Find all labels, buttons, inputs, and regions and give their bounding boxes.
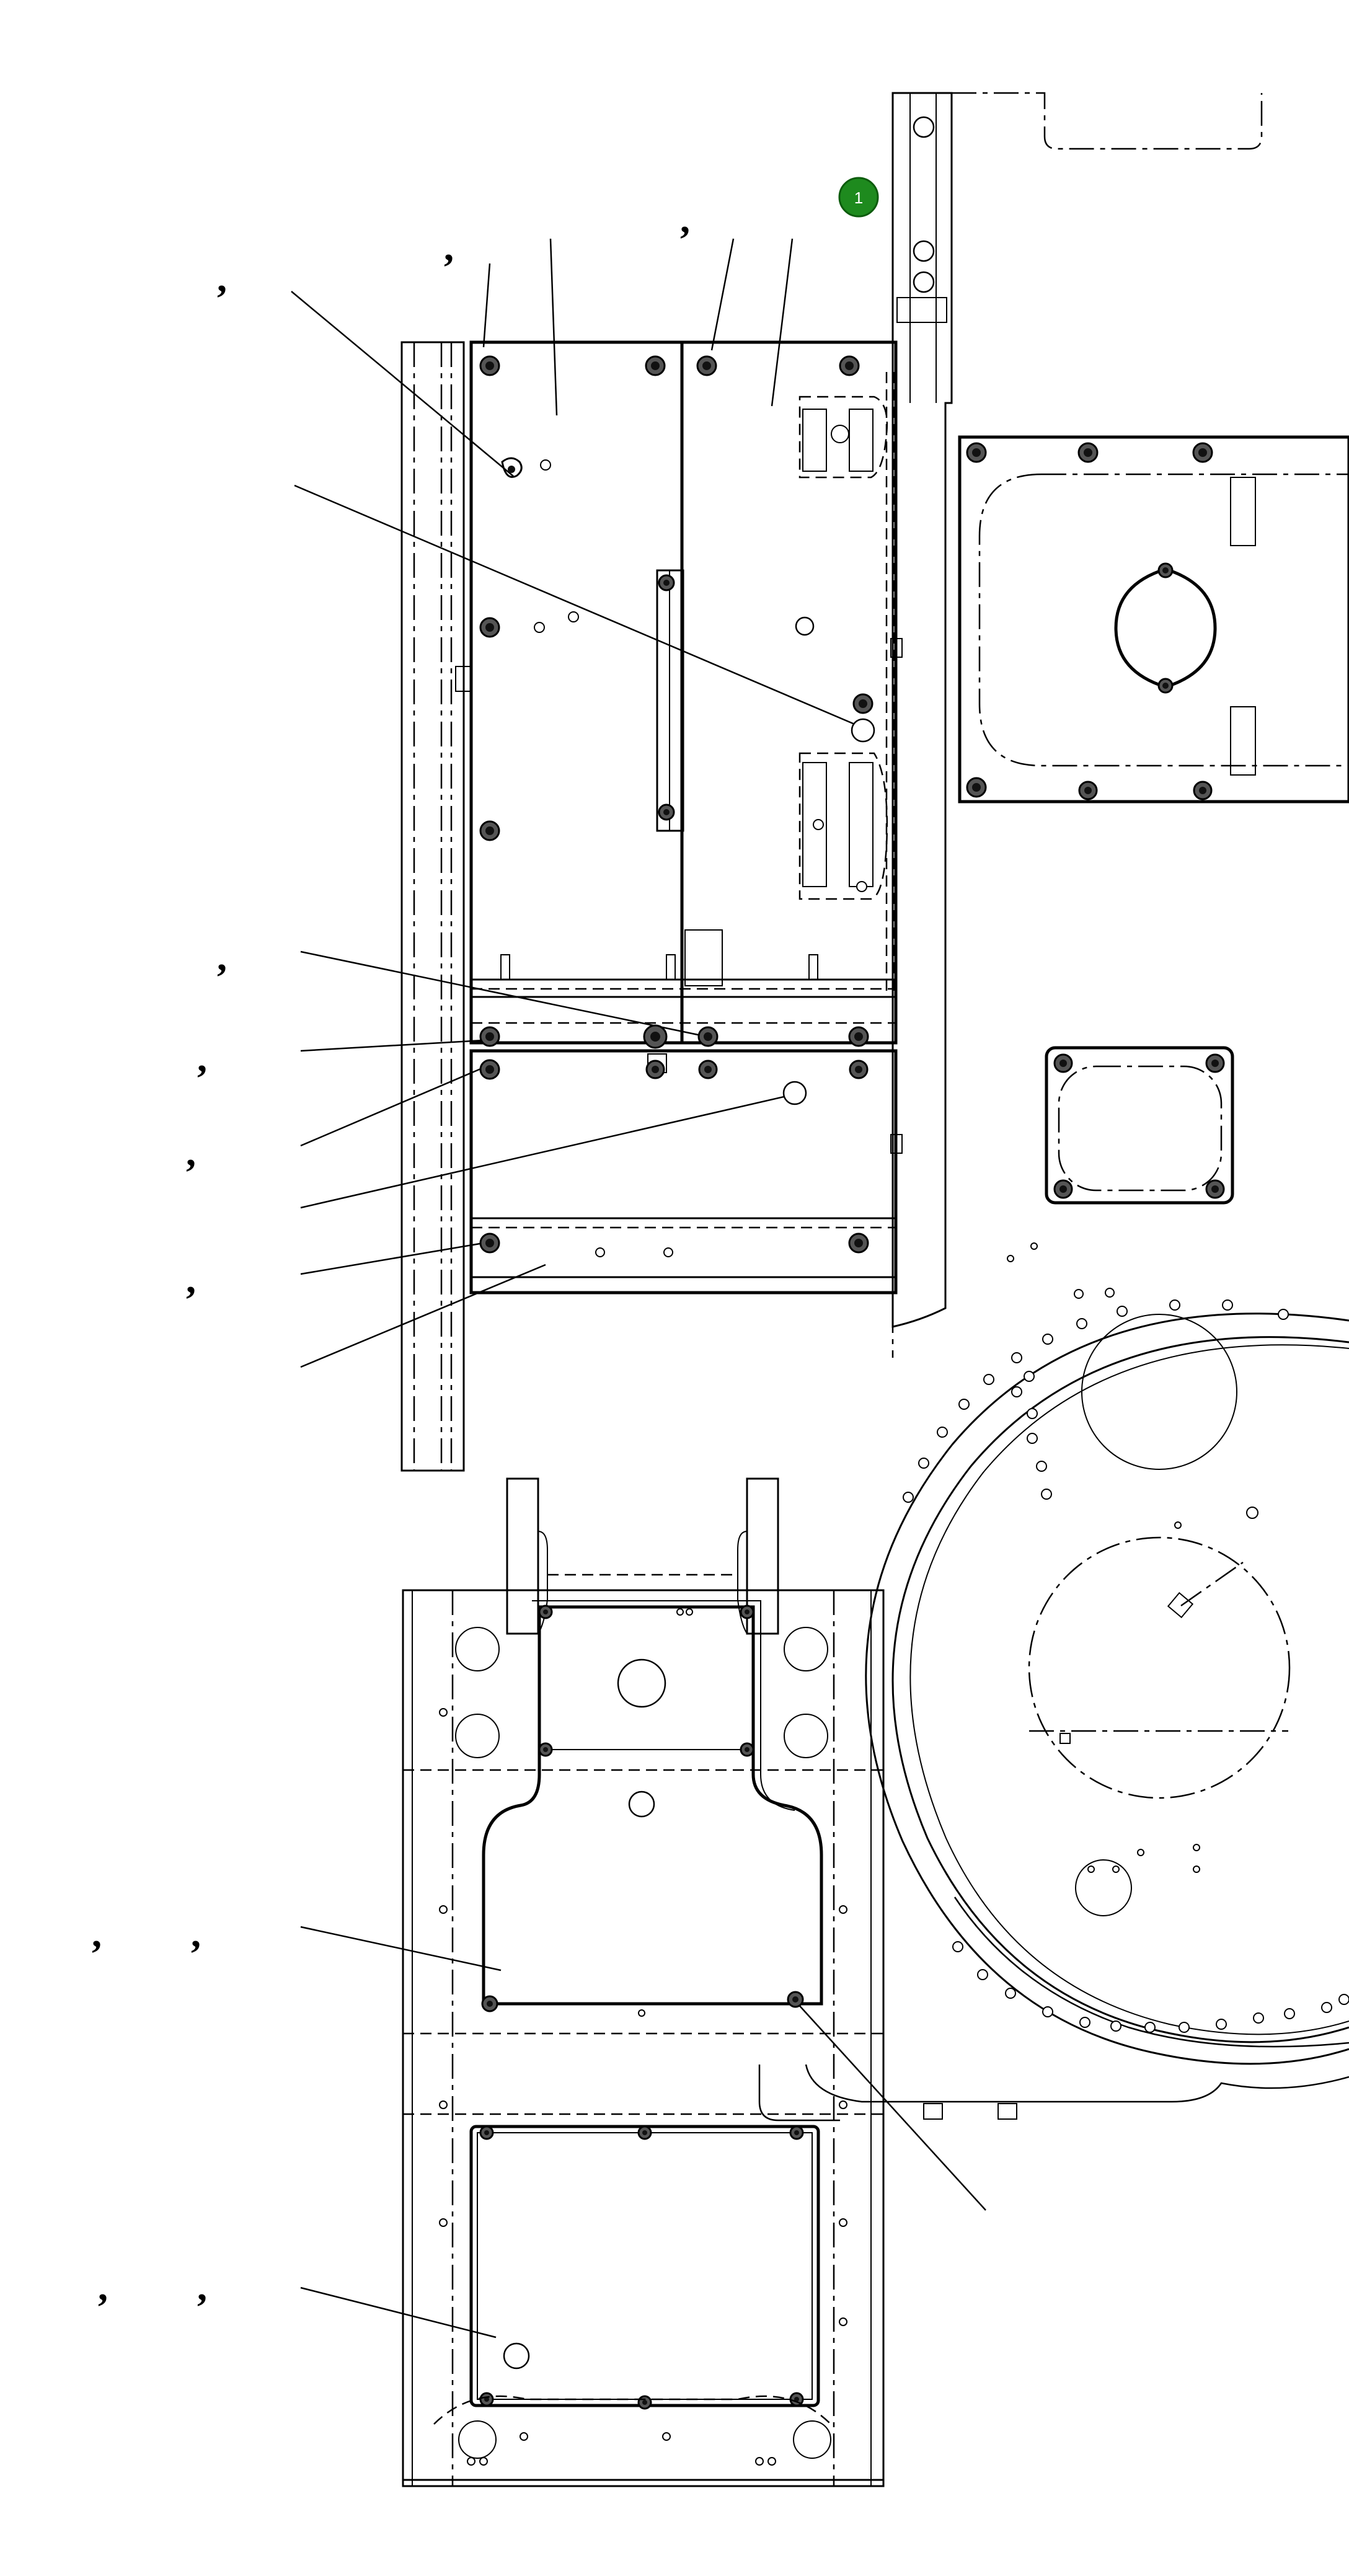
- callout-badge[interactable]: 1: [838, 177, 879, 218]
- bolt-icon: [1077, 442, 1099, 463]
- bolt-icon: [1157, 562, 1174, 578]
- bolt-icon: [658, 803, 675, 821]
- bolt-icon: [479, 2125, 494, 2140]
- bolt-icon: [637, 2395, 652, 2410]
- bolt-icon: [740, 1604, 754, 1619]
- bolt-icon: [1192, 442, 1213, 463]
- bolt-icon: [645, 355, 666, 376]
- label-mark: ,: [197, 1036, 207, 1080]
- label-mark: ,: [680, 197, 690, 241]
- bolt-icon: [789, 2125, 804, 2140]
- bolt-icon: [1205, 1179, 1225, 1199]
- bolt-icon: [849, 1060, 869, 1079]
- bolt-icon: [966, 777, 987, 798]
- label-mark: ,: [191, 1911, 201, 1955]
- left-rail: [400, 341, 472, 1472]
- label-mark: ,: [92, 1911, 102, 1955]
- label-mark: ,: [98, 2265, 108, 2309]
- bolt-icon: [538, 1742, 553, 1757]
- bolt-icon: [966, 442, 987, 463]
- top-right-outline: [952, 92, 1263, 150]
- bolt-icon: [479, 1026, 500, 1047]
- bolt-icon: [697, 1026, 719, 1047]
- bolt-icon: [848, 1233, 869, 1254]
- label-marks: , , , , , , , , , , ,: [92, 197, 690, 2309]
- bolt-icon: [789, 2392, 804, 2407]
- cross-rails: [471, 954, 896, 1024]
- bolt-icon: [481, 1995, 498, 2012]
- label-mark: ,: [217, 935, 227, 979]
- bolt-icon: [698, 1060, 718, 1079]
- lower-access-cover-2: [433, 2125, 831, 2466]
- bolt-icon: [848, 1026, 869, 1047]
- lower-cabinet-panel: [469, 1049, 898, 1295]
- bolt-icon: [1053, 1053, 1073, 1073]
- label-mark: ,: [186, 1130, 196, 1174]
- vertical-frame-bar: [891, 92, 953, 1358]
- bolt-icon: [852, 693, 874, 714]
- bolt-icon: [479, 1233, 500, 1254]
- small-access-plate: [1045, 1046, 1234, 1205]
- cabinet-bolts: [479, 355, 874, 1254]
- upper-left-panel: [469, 340, 684, 1045]
- bolt-icon: [538, 1604, 553, 1619]
- bolt-icon: [839, 355, 860, 376]
- slewing-ring: [758, 1242, 1349, 2122]
- bolt-icon: [479, 355, 500, 376]
- bolt-icon: [1157, 678, 1174, 694]
- bolt-icon: [1205, 1053, 1225, 1073]
- bolt-icon: [479, 820, 500, 841]
- label-mark: ,: [217, 256, 227, 300]
- bolt-icon: [645, 1060, 665, 1079]
- bolt-icon: [479, 2392, 494, 2407]
- bolt-icon: [643, 1024, 668, 1049]
- upper-right-panel: [680, 340, 903, 1154]
- bolt-icon: [479, 617, 500, 638]
- ring-bolt-holes: [903, 1299, 1349, 2033]
- leader-lines: [291, 238, 986, 2339]
- bolt-icon: [479, 1059, 500, 1080]
- bolt-icon: [1053, 1179, 1073, 1199]
- bolt-icon: [637, 2125, 652, 2140]
- right-access-plate: [958, 435, 1349, 803]
- bolt-icon: [740, 1742, 754, 1757]
- bolt-icon: [658, 574, 675, 591]
- bolt-icon: [1078, 781, 1098, 800]
- bolt-icon: [1193, 781, 1213, 800]
- label-mark: ,: [444, 225, 454, 269]
- label-mark: ,: [186, 1257, 196, 1301]
- bolt-icon: [787, 1991, 804, 2008]
- lower-access-cover-1: [481, 1600, 823, 2017]
- label-mark: ,: [197, 2265, 207, 2309]
- bolt-icon: [696, 355, 717, 376]
- lower-frame: [402, 1477, 885, 2487]
- callout-badge-label: 1: [854, 188, 863, 207]
